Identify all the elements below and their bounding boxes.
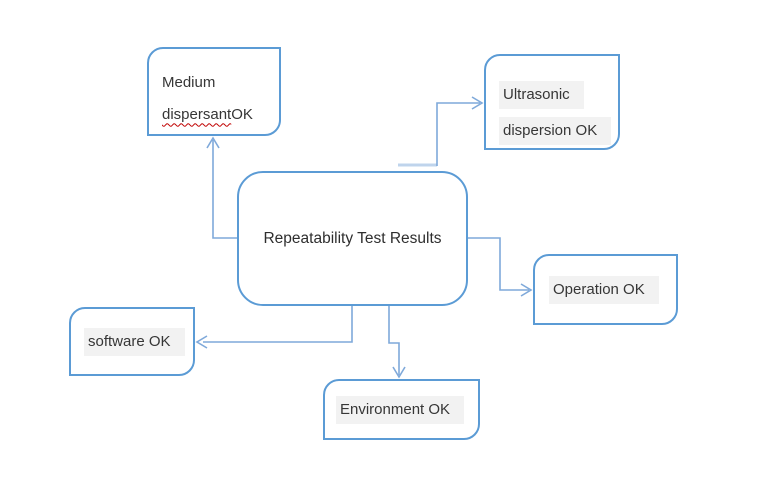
node-label: Environment OK	[336, 395, 465, 424]
connector-center-to-environment[interactable]	[388, 306, 406, 379]
node-label: OK	[231, 105, 253, 123]
node-medium-dispersant[interactable]: Medium dispersant OK	[147, 47, 281, 136]
spellcheck-flagged-word: dispersant	[162, 105, 232, 123]
node-software[interactable]: software OK	[69, 307, 195, 376]
node-ultrasonic-dispersion[interactable]: Ultrasonic dispersion OK	[484, 54, 620, 150]
node-ultrasonic-line2: dispersion OK	[499, 113, 618, 149]
node-label: Repeatability Test Results	[263, 229, 442, 247]
node-label: software OK	[84, 327, 185, 356]
node-label: dispersion OK	[499, 117, 612, 145]
node-operation[interactable]: Operation OK	[533, 254, 678, 325]
connector-center-to-software[interactable]	[195, 306, 353, 349]
node-repeatability-test-results[interactable]: Repeatability Test Results	[237, 171, 468, 306]
connector-center-to-operation[interactable]	[468, 237, 533, 297]
node-medium-line1: Medium	[162, 66, 279, 98]
node-label: Medium	[162, 73, 216, 91]
node-environment[interactable]: Environment OK	[323, 379, 480, 440]
node-label: Ultrasonic	[499, 81, 584, 109]
node-label: Operation OK	[549, 275, 659, 304]
connector-center-to-ultrasonic[interactable]	[436, 96, 484, 166]
connector-center-to-medium[interactable]	[206, 136, 237, 239]
node-medium-line2: dispersant OK	[162, 98, 279, 130]
node-ultrasonic-line1: Ultrasonic	[499, 77, 618, 113]
